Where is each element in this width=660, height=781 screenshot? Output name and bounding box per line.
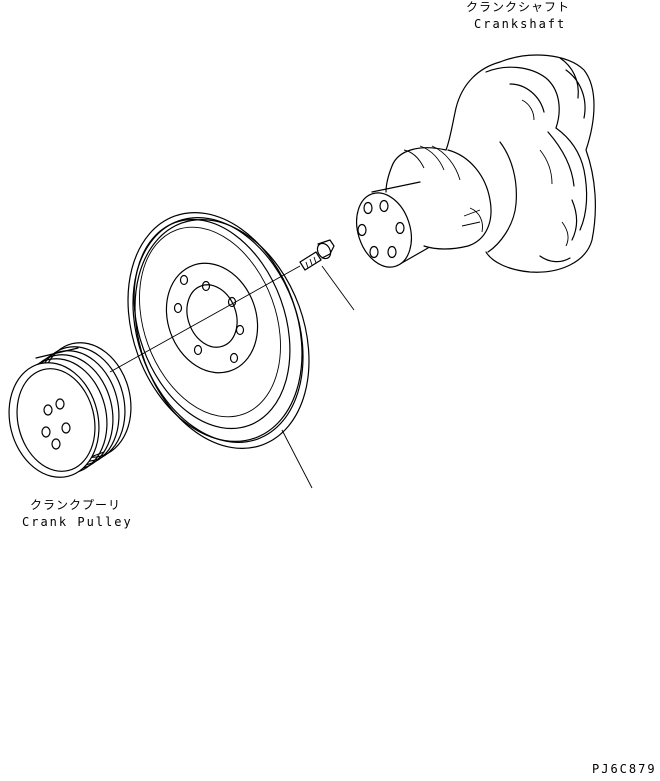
bolt-leader-line xyxy=(321,265,355,311)
mounting-bolt xyxy=(299,239,335,271)
center-line xyxy=(109,265,301,373)
crank-pulley-label-jp: クランクプーリ xyxy=(30,498,122,512)
crankshaft-label-jp: クランクシャフト xyxy=(466,0,571,14)
damper-leader-line xyxy=(281,429,313,489)
crank-pulley xyxy=(8,342,132,478)
crankshaft-label-en: Crankshaft xyxy=(474,17,567,31)
figure-code: PJ6C879 xyxy=(592,762,657,776)
crankshaft xyxy=(356,54,596,273)
crank-pulley-label-en: Crank Pulley xyxy=(22,515,133,529)
vibration-damper xyxy=(127,212,310,449)
